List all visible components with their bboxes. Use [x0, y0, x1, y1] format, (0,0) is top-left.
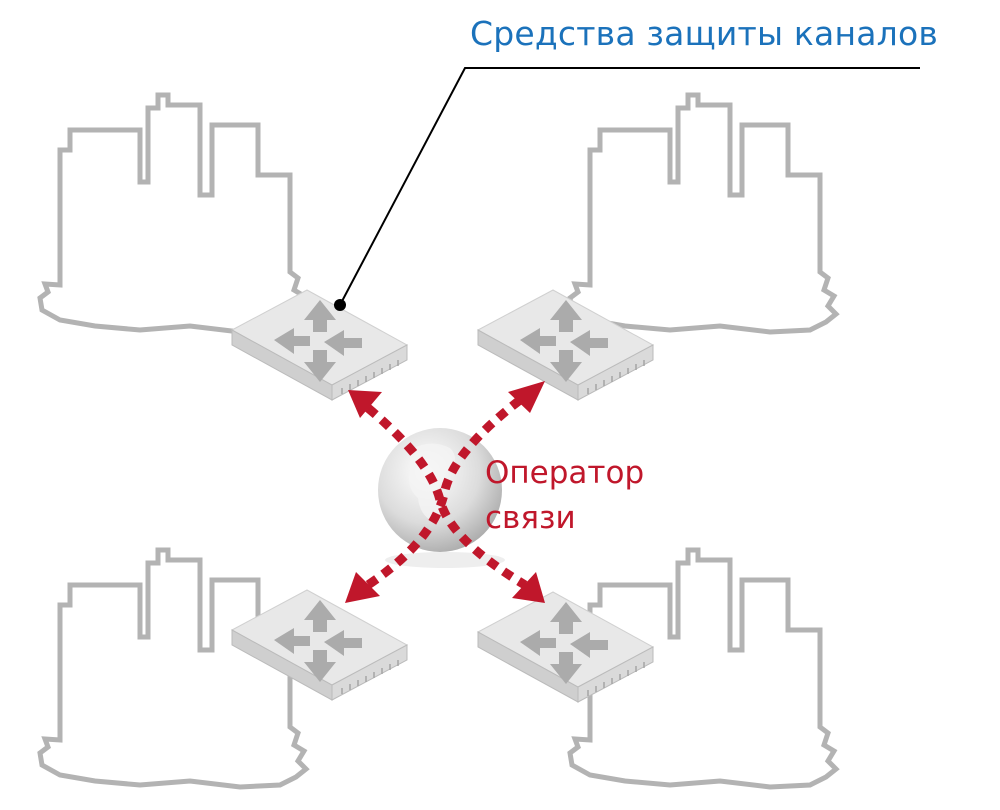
- router-bottom-right: [477, 591, 654, 703]
- connection-links: [365, 396, 528, 589]
- link-top-right: [365, 396, 523, 589]
- arrow-bottom-right-icon: [512, 572, 545, 603]
- office-top-right: [570, 95, 836, 332]
- arrowheads: [345, 381, 545, 603]
- router-top-left: [231, 289, 408, 401]
- arrow-bottom-left-icon: [345, 572, 380, 603]
- router-top-right: [477, 289, 654, 401]
- arrow-top-left-icon: [348, 390, 382, 418]
- operator-label-line1: Оператор: [485, 455, 645, 491]
- operator-label-line2: связи: [485, 500, 576, 536]
- office-bottom-left: [40, 550, 306, 787]
- arrow-top-right-icon: [508, 381, 545, 413]
- callout-title: Средства защиты каналов: [470, 14, 938, 53]
- office-top-left: [40, 95, 306, 332]
- callout-leader: [334, 67, 920, 311]
